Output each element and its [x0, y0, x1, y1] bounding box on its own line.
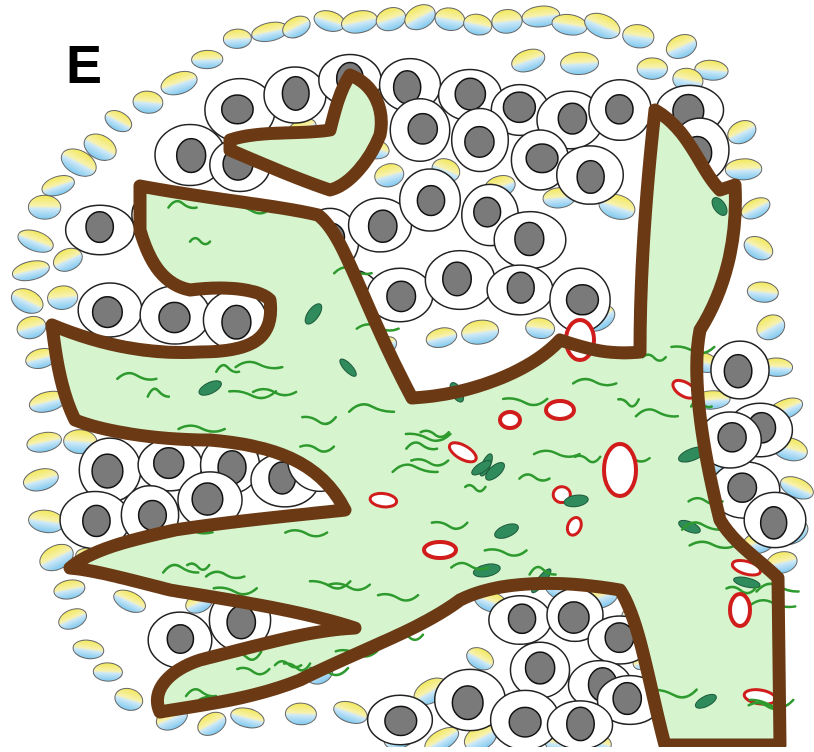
small-cell	[725, 158, 762, 180]
panel-label: E	[66, 38, 102, 92]
epithelial-cell	[452, 108, 509, 171]
epithelial-cell	[368, 695, 433, 744]
blood-vessel	[500, 412, 520, 428]
small-cell	[637, 58, 667, 79]
small-cell	[112, 685, 145, 714]
small-cell	[746, 281, 779, 304]
small-cell	[110, 586, 149, 617]
epithelial-cell	[510, 642, 569, 698]
small-cell	[339, 8, 379, 37]
small-cell	[223, 28, 252, 49]
blood-vessel	[730, 594, 750, 626]
small-cell	[46, 284, 79, 310]
small-cell	[15, 313, 49, 342]
small-cell	[491, 8, 524, 35]
small-cell	[433, 6, 466, 33]
epithelial-cell	[425, 251, 494, 310]
epithelial-cell	[66, 205, 135, 255]
small-cell	[15, 226, 56, 257]
small-cell	[72, 638, 105, 660]
small-cell	[52, 577, 86, 601]
small-cell	[132, 90, 164, 115]
epithelial-cell	[711, 341, 769, 399]
small-cell	[229, 705, 267, 732]
epithelial-cell	[78, 283, 142, 337]
small-cell	[460, 318, 500, 347]
small-cell	[509, 45, 548, 76]
small-cell	[525, 316, 556, 339]
small-cell	[724, 116, 760, 148]
small-cell	[401, 0, 440, 35]
small-cell	[560, 51, 599, 75]
small-cell	[56, 605, 90, 634]
epithelial-cell	[400, 169, 461, 231]
small-cell	[10, 258, 51, 284]
small-cell	[93, 662, 123, 681]
epithelial-cell	[557, 146, 624, 204]
small-cell	[738, 193, 773, 223]
epithelial-cell	[264, 67, 326, 123]
epithelial-cell	[489, 596, 551, 645]
small-cell	[101, 106, 135, 136]
small-cell	[285, 703, 317, 726]
small-cell	[621, 23, 655, 50]
epithelial-cell	[589, 80, 651, 141]
epithelial-cell	[390, 99, 449, 162]
epithelial-cell	[547, 701, 612, 747]
small-cell	[158, 67, 200, 99]
small-cell	[740, 232, 777, 265]
epithelial-cell	[744, 492, 806, 547]
blood-vessel	[424, 542, 456, 558]
small-cell	[191, 50, 223, 69]
small-cell	[462, 12, 494, 38]
small-cell	[279, 12, 314, 42]
epithelial-cell	[494, 212, 566, 269]
blood-vessel	[604, 444, 636, 496]
small-cell	[7, 284, 47, 318]
small-cell	[21, 465, 61, 495]
small-cell	[331, 697, 370, 727]
small-cell	[25, 429, 63, 455]
small-cell	[194, 708, 230, 741]
small-cell	[28, 195, 61, 219]
small-cell	[424, 325, 458, 350]
small-cell	[581, 8, 624, 43]
small-cell	[752, 310, 789, 344]
small-cell	[372, 161, 406, 191]
epithelial-cell	[487, 265, 553, 315]
blood-vessel	[546, 401, 574, 419]
small-cell	[663, 30, 701, 63]
small-cell	[373, 4, 408, 35]
